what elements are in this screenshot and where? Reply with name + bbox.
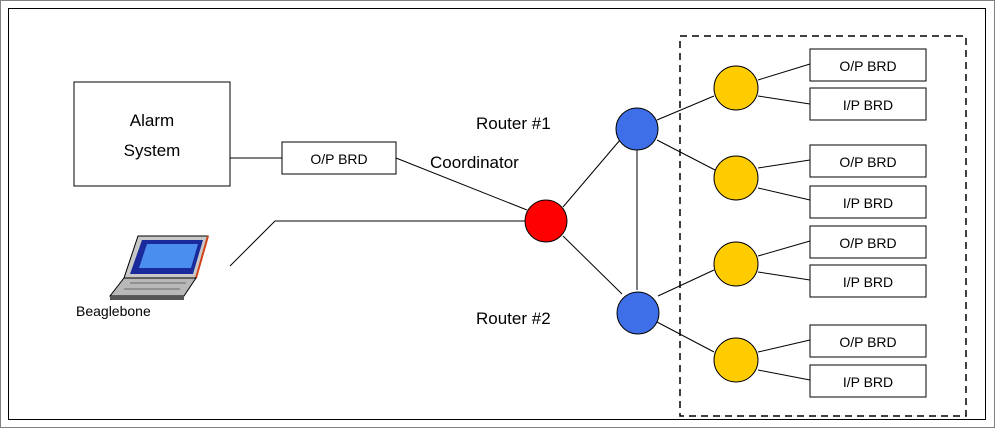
router1-label: Router #1 [476,114,551,133]
router2-node [616,291,660,335]
ip-board-1-label: I/P BRD [843,97,893,113]
op-board-2-label: O/P BRD [839,154,896,170]
ip-board-3-label: I/P BRD [843,274,893,290]
end-device-node-2 [713,155,759,201]
ip-board-2 [809,185,927,219]
link-node2-ip [757,187,811,201]
link-opbrd-coordinator [395,157,528,211]
laptop-icon [108,235,209,300]
router1-node [615,107,659,151]
beaglebone-label: Beaglebone [76,303,151,319]
link-node4-op [757,339,811,353]
ip-board-4 [809,364,927,398]
end-device-node-3 [713,241,759,287]
op-board-4 [809,324,927,358]
link-router2-node4 [656,321,715,353]
link-node3-op [757,240,811,257]
connections [229,63,811,381]
coordinator-label: Coordinator [430,153,519,172]
op-board-3-label: O/P BRD [839,235,896,251]
op-board-4-label: O/P BRD [839,334,896,350]
ip-board-3 [809,264,927,298]
op-board-1-label: O/P BRD [839,58,896,74]
link-router1-node2 [656,139,716,171]
end-device-node-4 [713,337,759,383]
op-board-2 [809,144,927,178]
ip-board-4-label: I/P BRD [843,374,893,390]
link-coordinator-router2 [562,235,623,295]
link-router1-node1 [656,95,715,121]
op-board-3 [809,225,927,259]
alarm-op-board: O/P BRD [281,141,397,175]
io-boards: O/P BRD I/P BRD O/P BRD I/P BRD O/P BRD … [809,48,927,398]
inner-frame [8,8,986,420]
alarm-system-box: Alarm System [73,81,231,187]
end-device-group [679,35,967,417]
link-node1-ip [757,95,811,105]
link-node4-ip [757,369,811,381]
link-node3-ip [757,271,811,281]
ip-board-1 [809,87,927,121]
coordinator-node [524,199,568,243]
alarm-label-line2: System [124,141,181,160]
link-router2-node3 [657,269,715,297]
ip-board-2-label: I/P BRD [843,195,893,211]
router2-label: Router #2 [476,309,551,328]
link-beaglebone-coordinator [229,220,526,267]
link-node2-op [757,159,811,169]
link-node1-op [757,63,811,81]
alarm-op-board-label: O/P BRD [310,151,367,167]
alarm-label-line1: Alarm [130,111,174,130]
op-board-1 [809,48,927,82]
end-device-node-1 [713,65,759,111]
link-coordinator-router1 [562,139,621,208]
